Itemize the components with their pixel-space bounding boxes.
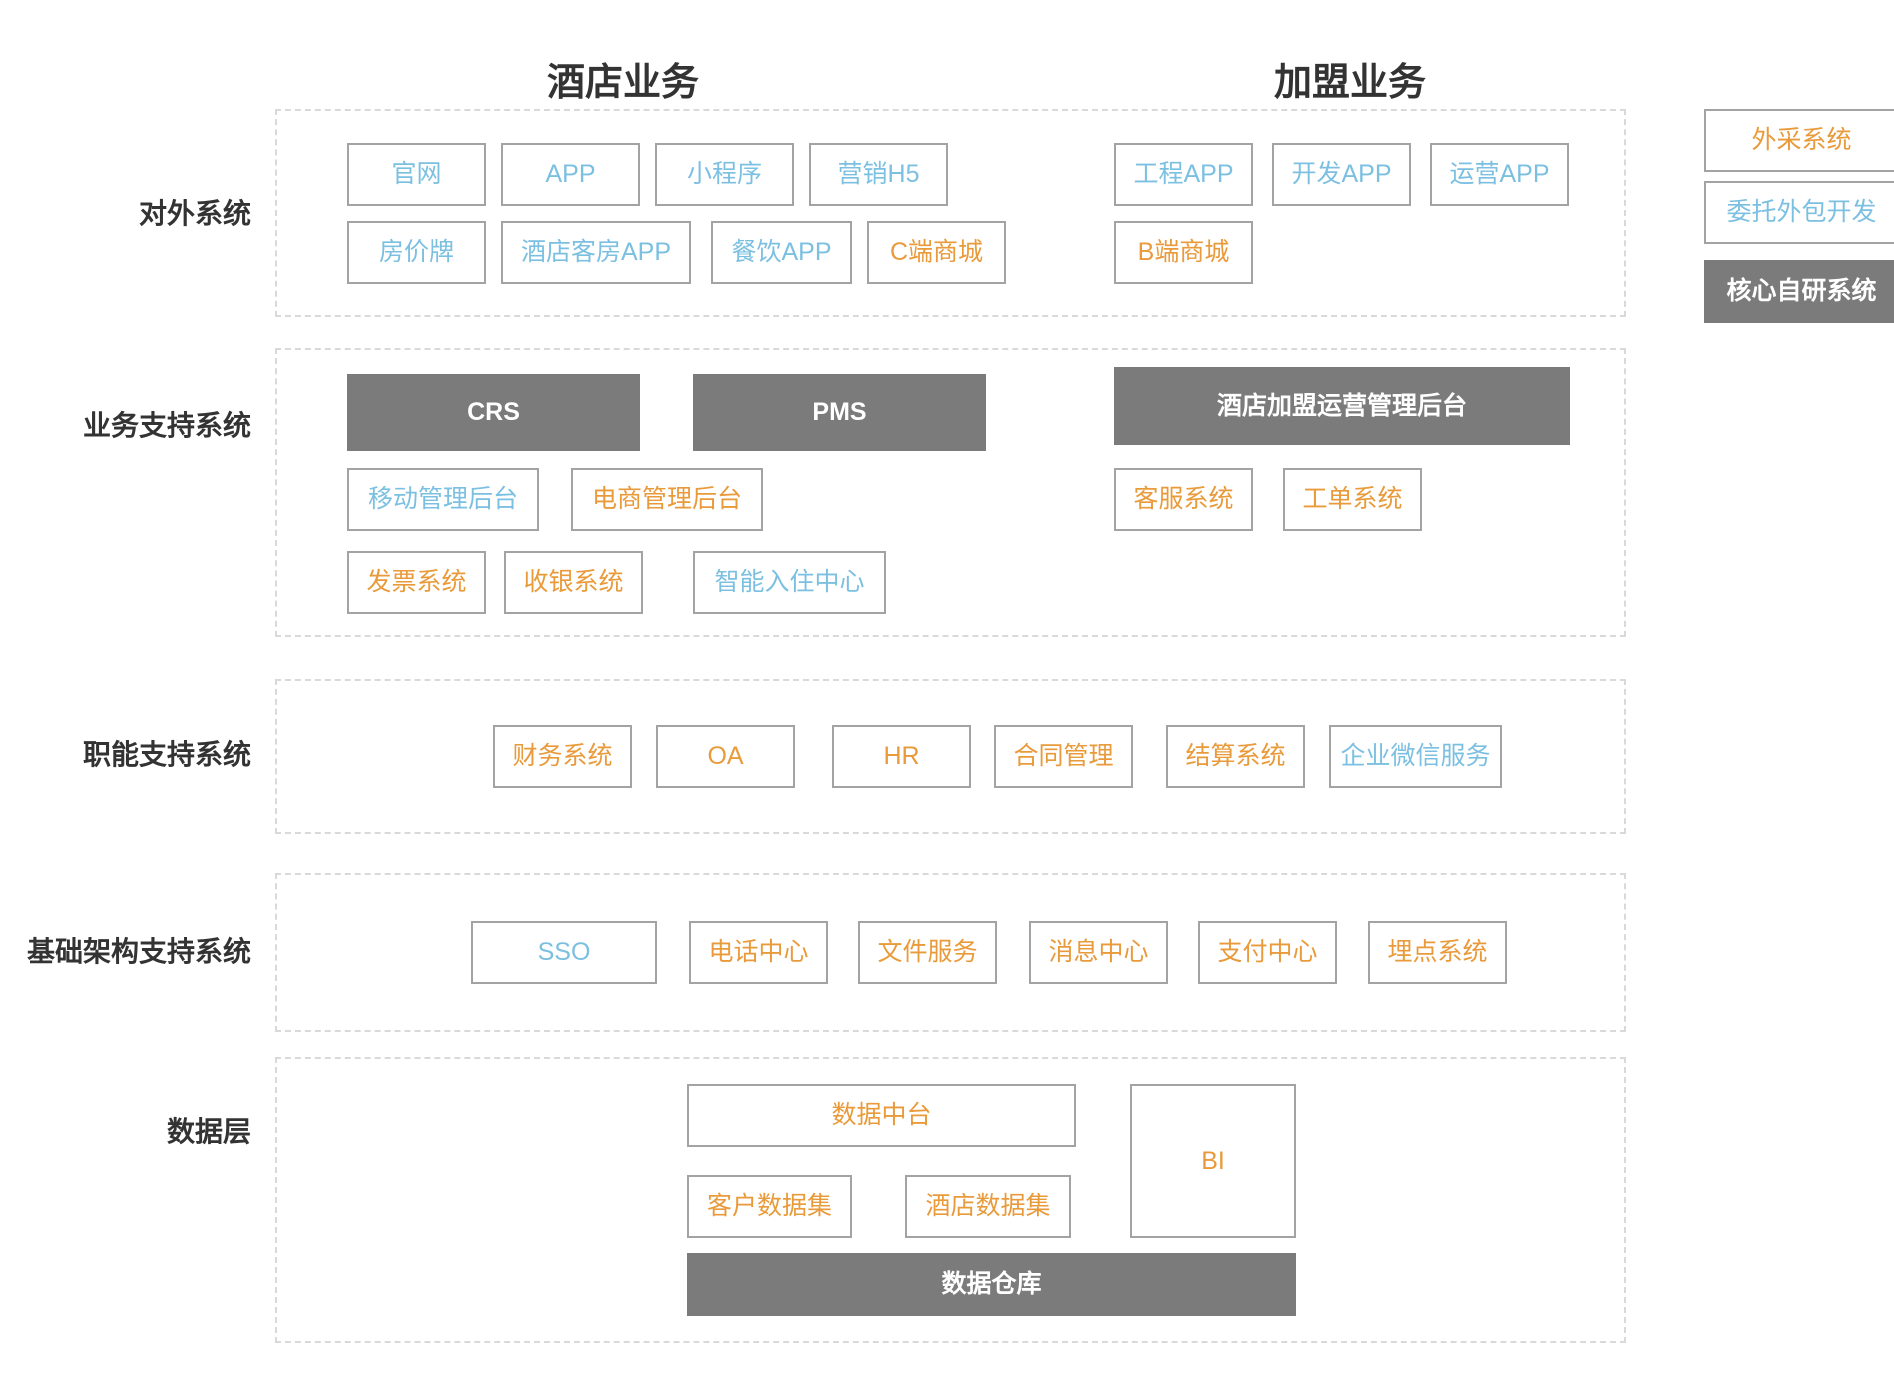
- system-box-b-mall: B端商城: [1114, 221, 1253, 284]
- system-box-oa: OA: [656, 725, 795, 788]
- system-box-hr: HR: [832, 725, 971, 788]
- band-infra-support: [275, 873, 1626, 1032]
- system-box-mobile-admin: 移动管理后台: [347, 468, 539, 531]
- system-box-customer-service: 客服系统: [1114, 468, 1253, 531]
- system-box-marketing-h5: 营销H5: [809, 143, 948, 206]
- row-label-function-support: 职能支持系统: [82, 739, 251, 770]
- system-box-pms: PMS: [693, 374, 986, 451]
- row-label-data: 数据层: [166, 1116, 251, 1147]
- system-box-app: APP: [501, 143, 640, 206]
- legend-contracted-development: 委托外包开发: [1704, 181, 1894, 244]
- system-box-dining-app: 餐饮APP: [711, 221, 852, 284]
- row-label-infra-support: 基础架构支持系统: [26, 936, 251, 967]
- system-box-settlement: 结算系统: [1166, 725, 1305, 788]
- system-box-hotel-dataset: 酒店数据集: [905, 1175, 1071, 1238]
- band-data: [275, 1057, 1626, 1343]
- row-label-business-support: 业务支持系统: [82, 410, 251, 441]
- system-box-hotel-room-app: 酒店客房APP: [501, 221, 691, 284]
- system-box-official-site: 官网: [347, 143, 486, 206]
- system-box-smart-checkin: 智能入住中心: [693, 551, 886, 614]
- system-box-franchise-admin: 酒店加盟运营管理后台: [1114, 367, 1570, 445]
- system-box-data-middle-platform: 数据中台: [687, 1084, 1076, 1147]
- system-box-cashier-system: 收银系统: [504, 551, 643, 614]
- system-box-engineering-app: 工程APP: [1114, 143, 1253, 206]
- system-box-sso: SSO: [471, 921, 657, 984]
- legend-core-system: 核心自研系统: [1704, 260, 1894, 323]
- legend-outsourced-system: 外采系统: [1704, 109, 1894, 172]
- system-box-development-app: 开发APP: [1272, 143, 1411, 206]
- system-box-payment-center: 支付中心: [1198, 921, 1337, 984]
- system-box-file-service: 文件服务: [858, 921, 997, 984]
- system-box-crs: CRS: [347, 374, 640, 451]
- system-box-c-mall: C端商城: [867, 221, 1006, 284]
- system-box-operation-app: 运营APP: [1430, 143, 1569, 206]
- band-business-support: [275, 348, 1626, 637]
- band-external: [275, 109, 1626, 317]
- system-box-work-order: 工单系统: [1283, 468, 1422, 531]
- system-box-bi: BI: [1130, 1084, 1296, 1238]
- system-box-finance: 财务系统: [493, 725, 632, 788]
- system-box-wecom-service: 企业微信服务: [1329, 725, 1502, 788]
- heading-franchise-business: 加盟业务: [1273, 62, 1427, 104]
- system-box-rate-board: 房价牌: [347, 221, 486, 284]
- system-box-data-warehouse: 数据仓库: [687, 1253, 1296, 1316]
- system-box-message-center: 消息中心: [1029, 921, 1168, 984]
- system-box-tracking-system: 埋点系统: [1368, 921, 1507, 984]
- heading-hotel-business: 酒店业务: [546, 62, 700, 104]
- system-box-invoice-system: 发票系统: [347, 551, 486, 614]
- row-label-external: 对外系统: [138, 198, 251, 229]
- system-box-ecommerce-admin: 电商管理后台: [571, 468, 763, 531]
- system-box-mini-program: 小程序: [655, 143, 794, 206]
- system-box-customer-dataset: 客户数据集: [687, 1175, 852, 1238]
- band-function-support: [275, 679, 1626, 834]
- system-box-contract: 合同管理: [994, 725, 1133, 788]
- system-box-call-center: 电话中心: [689, 921, 828, 984]
